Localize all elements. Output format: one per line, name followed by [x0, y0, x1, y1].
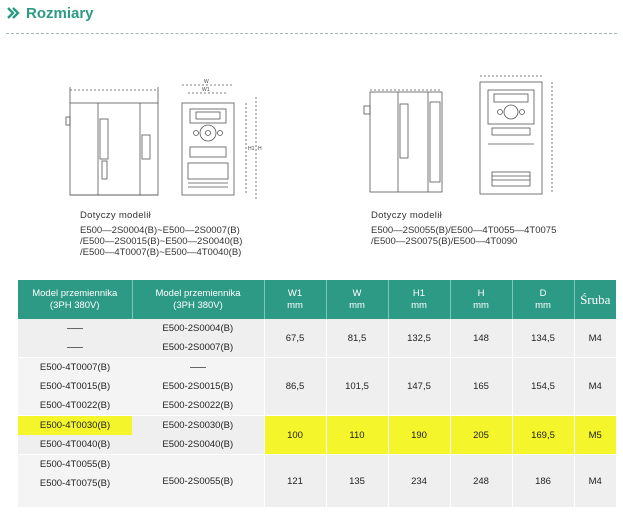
- left-caption: Dotyczy modelił E500—2S0004(B)~E500—2S00…: [80, 210, 242, 258]
- w1-cell: 67,5: [263, 319, 326, 358]
- header-divider: [6, 33, 617, 34]
- col-header-unit: mm: [411, 299, 427, 311]
- col-header-model-a-line2: (3PH 380V): [49, 299, 100, 311]
- col-header-model-a-line1: Model przemiennika: [32, 287, 118, 299]
- h-cell-highlighted: 205: [449, 415, 512, 455]
- h1-cell: 147,5: [387, 357, 450, 416]
- col-header-w1-label: W1: [287, 287, 303, 299]
- table-row: [18, 493, 616, 507]
- table-row: E500-4T0040(B) E500-2S0040(B): [18, 435, 616, 455]
- dimensions-table: Model przemiennika (3PH 380V) Model prze…: [18, 280, 616, 507]
- table-row: E500-4T0022(B) E500-2S0022(B): [18, 396, 616, 416]
- model-a-cell: [18, 338, 132, 358]
- double-chevron-icon: [6, 6, 20, 20]
- left-caption-line: /E500—2S0015(B)~E500—2S0040(B): [80, 236, 243, 247]
- left-caption-title: Dotyczy modelił: [80, 210, 152, 221]
- col-header-h1-label: H1: [412, 287, 426, 299]
- model-a-cell: E500-4T0040(B): [18, 435, 132, 455]
- d-cell: 186: [511, 454, 574, 507]
- model-b-cell: E500-2S0030(B): [132, 415, 264, 435]
- model-b-cell: E500-2S0022(B): [132, 396, 264, 416]
- h1-cell: 132,5: [387, 319, 450, 358]
- h-cell: 148: [449, 319, 512, 358]
- table-row: E500-2S0007(B): [18, 338, 616, 358]
- right-caption-line: E500—2S0055(B)/E500—4T0055—4T0075: [371, 225, 557, 236]
- col-header-model-b-line2: (3PH 380V): [173, 299, 223, 311]
- h-cell: 165: [449, 357, 512, 416]
- col-header-d: D mm: [512, 280, 575, 319]
- col-header-d-label: D: [539, 287, 547, 299]
- right-caption-line: /E500—2S0075(B)/E500—4T0090: [371, 236, 518, 247]
- drawing-small-frame: W W1 H1 H: [60, 75, 270, 210]
- model-b-cell: [132, 357, 264, 377]
- d-cell: 134,5: [511, 319, 574, 358]
- model-b-cell: E500-2S0055(B): [132, 454, 264, 507]
- w1-cell: 86,5: [263, 357, 326, 416]
- table-row: E500-2S0004(B) 67,5 81,5 132,5 148 134,5…: [18, 319, 616, 358]
- w-cell: 135: [325, 454, 388, 507]
- table-row: E500-4T0030(B) E500-2S0030(B) 100 110 19…: [18, 415, 616, 455]
- svg-text:W1: W1: [202, 87, 210, 93]
- model-b-cell: E500-2S0040(B): [132, 435, 264, 455]
- model-a-cell: E500-4T0007(B): [18, 357, 132, 377]
- model-a-cell: E500-4T0022(B): [18, 396, 132, 416]
- col-header-h1: H1 mm: [388, 280, 451, 319]
- svg-text:H1: H1: [248, 146, 255, 152]
- w1-cell: 121: [263, 454, 326, 507]
- w1-cell-highlighted: 100: [263, 415, 326, 455]
- w-cell: 101,5: [325, 357, 388, 416]
- table-header-row: Model przemiennika (3PH 380V) Model prze…: [18, 280, 616, 319]
- empty-dash: [67, 327, 83, 329]
- sruba-cell: M4: [573, 357, 616, 416]
- col-header-model-b: Model przemiennika (3PH 380V): [132, 280, 265, 319]
- left-caption-line: /E500—4T0007(B)~E500—4T0040(B): [80, 247, 242, 258]
- col-header-unit: mm: [535, 299, 551, 311]
- sruba-cell: M4: [573, 319, 616, 358]
- sruba-cell: M4: [573, 454, 616, 507]
- col-header-h: H mm: [450, 280, 513, 319]
- empty-dash: [189, 366, 206, 368]
- table-row: E500-4T0015(B) E500-2S0015(B): [18, 377, 616, 396]
- col-header-w1: W1 mm: [264, 280, 327, 319]
- section-header: Rozmiary: [6, 4, 94, 22]
- col-header-w-label: W: [352, 287, 362, 299]
- col-header-model-a: Model przemiennika (3PH 380V): [18, 280, 133, 319]
- model-b-cell: E500-2S0007(B): [132, 338, 264, 358]
- col-header-h-label: H: [477, 287, 485, 299]
- h1-cell-highlighted: 190: [387, 415, 450, 455]
- model-a-cell: E500-4T0015(B): [18, 377, 132, 396]
- right-caption-title: Dotyczy modelił: [371, 210, 443, 221]
- col-header-unit: mm: [473, 299, 489, 311]
- w-cell: 81,5: [325, 319, 388, 358]
- w-cell-highlighted: 110: [325, 415, 388, 455]
- sruba-cell-highlighted: M5: [573, 415, 616, 455]
- model-a-cell: E500-4T0055(B): [18, 454, 132, 474]
- svg-text:H: H: [258, 146, 262, 152]
- col-header-model-b-line1: Model przemiennika: [155, 287, 241, 299]
- model-b-cell: E500-2S0004(B): [132, 319, 264, 338]
- h-cell: 248: [449, 454, 512, 507]
- col-header-unit: mm: [349, 299, 365, 311]
- model-a-cell: E500-4T0075(B): [18, 474, 132, 493]
- model-a-cell-highlighted: E500-4T0030(B): [18, 415, 132, 435]
- d-cell: 154,5: [511, 357, 574, 416]
- left-caption-line: E500—2S0004(B)~E500—2S0007(B): [80, 225, 240, 236]
- col-header-w: W mm: [326, 280, 389, 319]
- right-caption: Dotyczy modelił E500—2S0055(B)/E500—4T00…: [371, 210, 556, 247]
- svg-text:W: W: [204, 79, 209, 85]
- table-row: E500-4T0007(B) 86,5 101,5 147,5 165 154,…: [18, 357, 616, 416]
- model-a-cell: [18, 319, 132, 338]
- model-b-cell: E500-2S0015(B): [132, 377, 264, 396]
- d-cell-highlighted: 169,5: [511, 415, 574, 455]
- col-header-unit: mm: [287, 299, 303, 311]
- drawing-large-frame: [360, 72, 560, 207]
- col-header-sruba: Śruba: [574, 280, 616, 319]
- h1-cell: 234: [387, 454, 450, 507]
- table-row: E500-4T0055(B) E500-2S0055(B) 121 135 23…: [18, 454, 616, 507]
- empty-dash: [67, 346, 83, 348]
- model-a-cell-empty: [18, 493, 132, 507]
- page-title: Rozmiary: [26, 4, 94, 22]
- table-row: E500-4T0075(B): [18, 474, 616, 493]
